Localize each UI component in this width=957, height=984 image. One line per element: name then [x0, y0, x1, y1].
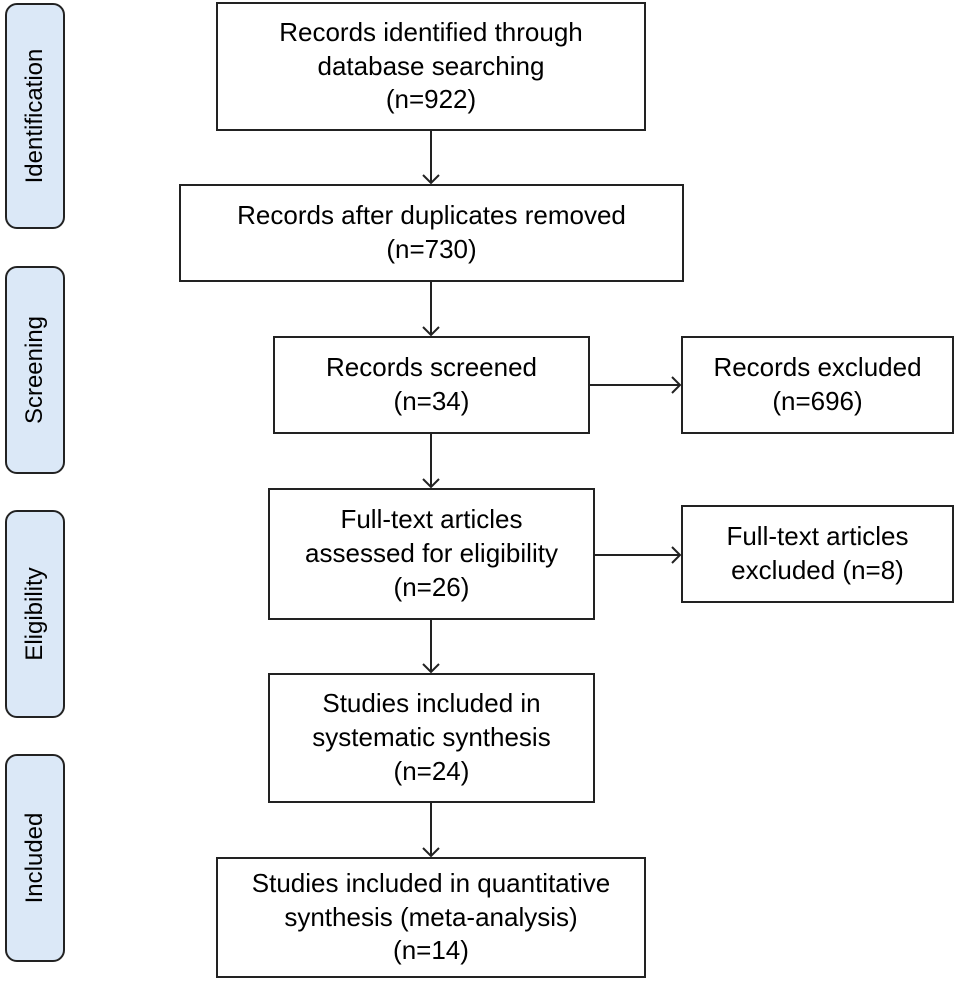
box-fulltext-excluded-line-2: excluded (n=8) — [731, 555, 904, 585]
box-systematic-synthesis: Studies included in systematic synthesis… — [268, 673, 595, 803]
box-records-screened: Records screened (n=34) — [273, 336, 590, 434]
box-fulltext-excluded: Full-text articles excluded (n=8) — [681, 505, 954, 603]
box-quantitative-synthesis-line-1: Studies included in quantitative — [251, 867, 611, 898]
box-quantitative-synthesis: Studies included in quantitative synthes… — [216, 857, 646, 978]
stage-screening-label: Screening — [21, 315, 48, 425]
box-records-screened-line-1: Records screened — [326, 352, 537, 383]
box-systematic-synthesis-line-1: Studies included in — [322, 688, 541, 719]
box-records-after-duplicates-line-1: Records after duplicates removed — [237, 200, 626, 231]
stage-included-label: Included — [21, 812, 48, 904]
box-records-screened-line-2: (n=34) — [393, 386, 470, 416]
stage-included: Included — [5, 754, 65, 962]
box-fulltext-assessed-line-3: (n=26) — [393, 571, 470, 602]
box-records-excluded-line-1: Records excluded — [713, 352, 922, 383]
box-records-excluded: Records excluded (n=696) — [681, 336, 954, 434]
stage-identification: Identification — [5, 3, 65, 229]
box-records-excluded-line-2: (n=696) — [772, 386, 863, 416]
box-records-after-duplicates-line-2: (n=730) — [386, 234, 477, 264]
box-records-identified: Records identified through database sear… — [216, 2, 646, 131]
stage-identification-label: Identification — [21, 48, 48, 184]
box-systematic-synthesis-line-3: (n=24) — [393, 755, 470, 786]
box-fulltext-assessed-line-1: Full-text articles — [340, 504, 523, 535]
box-records-after-duplicates: Records after duplicates removed (n=730) — [179, 184, 684, 282]
box-systematic-synthesis-line-2: systematic synthesis — [312, 722, 551, 753]
box-quantitative-synthesis-line-2: synthesis (meta-analysis) — [284, 901, 578, 932]
stage-eligibility: Eligibility — [5, 510, 65, 718]
stage-eligibility-label: Eligibility — [21, 567, 48, 661]
box-fulltext-assessed-line-2: assessed for eligibility — [305, 538, 558, 569]
stage-screening: Screening — [5, 266, 65, 474]
box-quantitative-synthesis-line-3: (n=14) — [393, 935, 469, 966]
box-records-identified-line-1: Records identified through — [279, 16, 583, 47]
box-records-identified-line-2: database searching — [317, 50, 545, 81]
box-fulltext-excluded-line-1: Full-text articles — [726, 521, 909, 552]
box-records-identified-line-3: (n=922) — [385, 84, 477, 115]
box-fulltext-assessed: Full-text articles assessed for eligibil… — [268, 488, 595, 620]
